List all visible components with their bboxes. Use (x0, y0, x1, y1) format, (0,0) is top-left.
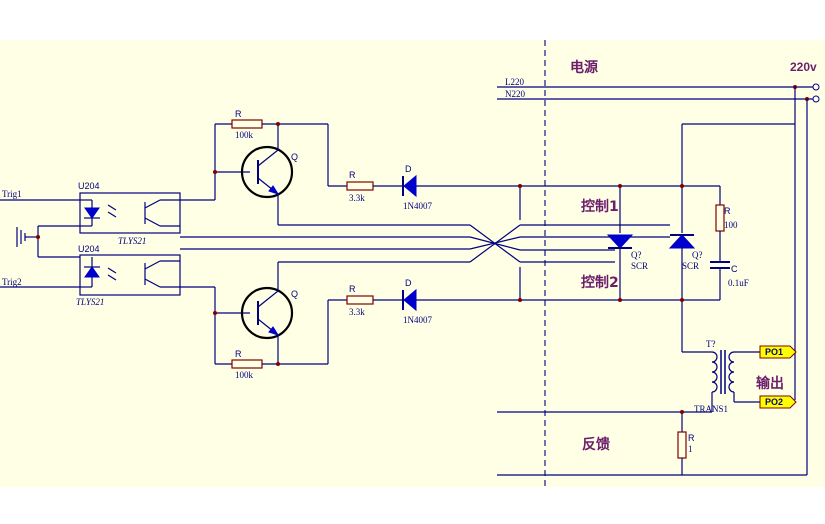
d-top-value: 1N4007 (403, 201, 432, 211)
opto2-part: TLYS21 (76, 297, 104, 307)
c-value: 0.1uF (728, 278, 749, 288)
r-top-value: 100k (235, 130, 254, 140)
r-bot-ref: R (235, 349, 242, 359)
scr1-type: SCR (631, 261, 648, 271)
r33k-bot-ref: R (349, 284, 356, 294)
q-top-ref: Q (291, 152, 298, 162)
output-label: 输出 (756, 375, 784, 392)
trig1-label: Trig1 (2, 189, 22, 199)
q-bot-ref: Q (291, 289, 298, 299)
d-bot-ref: D (405, 278, 412, 288)
trig2-label: Trig2 (2, 277, 22, 287)
opto1-ref: U204 (78, 181, 100, 191)
optocoupler-2 (79, 254, 181, 296)
trans-ref: T? (706, 339, 716, 349)
d-bot-value: 1N4007 (403, 315, 432, 325)
gate-crossing-wires (180, 184, 670, 302)
r-fb-value: 1 (688, 444, 693, 454)
voltage-label: 220v (790, 60, 817, 74)
r33k-top-ref: R (349, 170, 356, 180)
r100-ref: R (724, 206, 731, 216)
optocoupler-1 (79, 192, 181, 234)
r33k-top-value: 3.3k (349, 193, 365, 203)
opto1-part: TLYS21 (118, 236, 146, 246)
trans-name: TRANS1 (694, 404, 728, 414)
ground-symbol (16, 226, 40, 257)
feedback-label: 反馈 (582, 436, 610, 453)
scr-pair (606, 87, 796, 400)
scr2-type: SCR (682, 261, 699, 271)
po2-tag: PO2 (765, 397, 783, 407)
scr1-ref: Q? (631, 250, 642, 260)
r-bot-value: 100k (235, 370, 254, 380)
d-top-ref: D (405, 164, 412, 174)
feedback-path (497, 99, 808, 476)
control2-label: 控制2 (581, 274, 619, 291)
r-top-ref: R (235, 109, 242, 119)
po1-tag: PO1 (765, 347, 783, 357)
power-label: 电源 (570, 59, 598, 76)
transistor-stage-top (180, 119, 720, 225)
r100-value: 100 (724, 220, 738, 230)
n220-label: N220 (505, 89, 525, 99)
r33k-bot-value: 3.3k (349, 307, 365, 317)
control1-label: 控制1 (581, 198, 619, 215)
rc-snubber (710, 186, 730, 300)
l220-label: L220 (505, 77, 524, 87)
transformer (682, 345, 797, 412)
scr2-ref: Q? (692, 250, 703, 260)
opto2-ref: U204 (78, 244, 100, 254)
r-fb-ref: R (688, 433, 695, 443)
c-ref: C (731, 264, 738, 274)
transistor-stage-bottom (180, 262, 720, 369)
